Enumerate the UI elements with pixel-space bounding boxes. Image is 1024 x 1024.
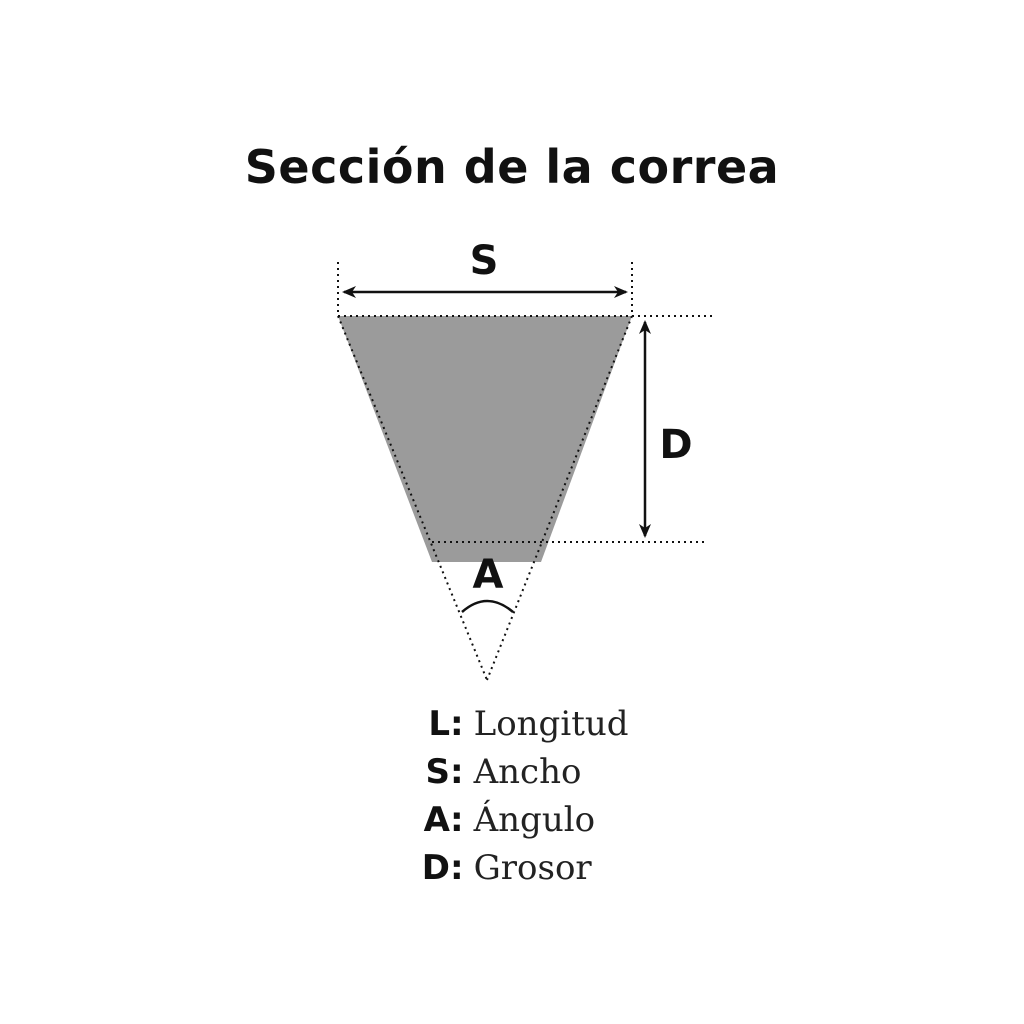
legend-separator: :: [450, 800, 464, 840]
legend-item-thickness: D:Grosor: [398, 844, 718, 892]
width-label: S: [470, 238, 499, 284]
legend-text: Ángulo: [473, 800, 596, 840]
diagram-title: Sección de la correa: [244, 140, 780, 194]
angle-label: A: [473, 552, 504, 598]
legend-text: Grosor: [473, 848, 592, 888]
legend-key: S: [425, 752, 451, 792]
angle-arc: [461, 599, 514, 613]
legend: L:Longitud S:Ancho A:Ángulo D:Grosor: [398, 700, 718, 892]
legend-separator: :: [450, 752, 464, 792]
legend-separator: :: [450, 848, 464, 888]
legend-item-length: L:Longitud: [398, 700, 718, 748]
legend-key: L: [428, 704, 450, 744]
depth-label: D: [659, 422, 692, 468]
legend-key: D: [421, 848, 450, 888]
legend-text: Longitud: [473, 704, 629, 744]
belt-cross-section: [338, 316, 632, 562]
legend-item-angle: A:Ángulo: [398, 796, 718, 844]
v-outline: [337, 262, 712, 681]
legend-separator: :: [450, 704, 464, 744]
legend-item-width: S:Ancho: [398, 748, 718, 796]
legend-text: Ancho: [473, 752, 582, 792]
legend-key: A: [423, 800, 450, 840]
